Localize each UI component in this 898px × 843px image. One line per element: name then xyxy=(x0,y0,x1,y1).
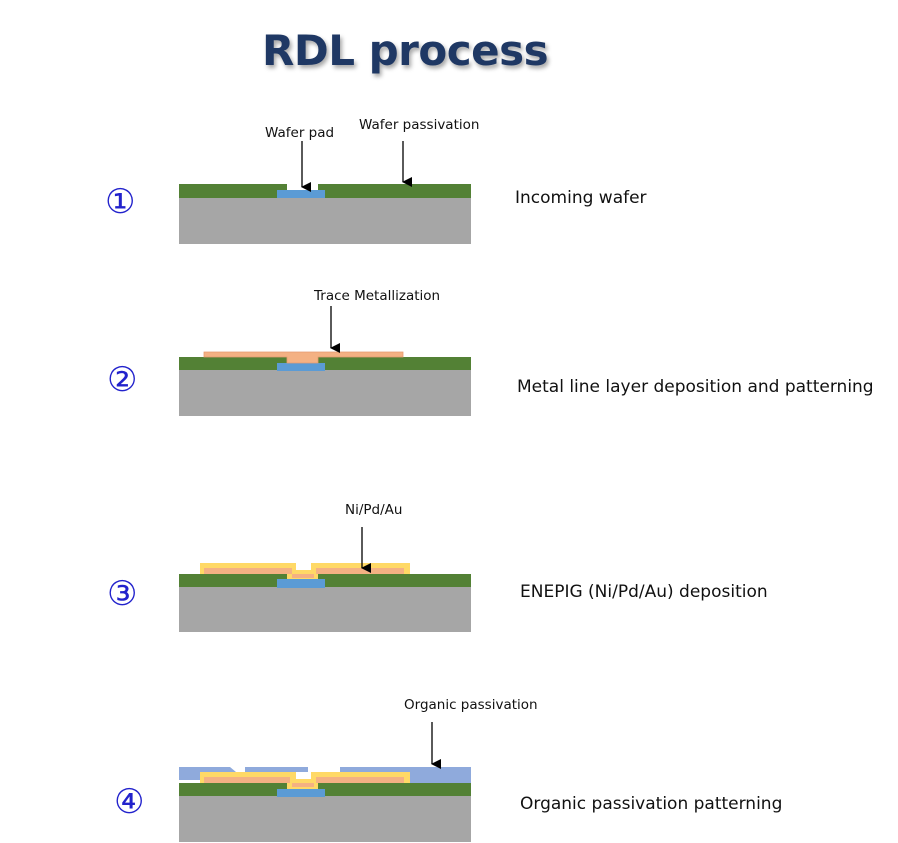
step-4-cross-section xyxy=(179,722,471,842)
wafer-passivation-right xyxy=(318,357,471,370)
page-title: RDL process xyxy=(262,26,549,75)
step-3-cross-section xyxy=(179,527,471,632)
wafer-passivation-right xyxy=(318,184,471,198)
substrate xyxy=(179,370,471,416)
wafer-passivation-label: Wafer passivation xyxy=(359,117,480,133)
enepig-layer xyxy=(200,563,410,579)
wafer-pad xyxy=(277,789,325,797)
trace-metallization-label: Trace Metallization xyxy=(314,288,441,304)
step-3-description: ENEPIG (Ni/Pd/Au) deposition xyxy=(520,582,768,602)
wafer-pad xyxy=(277,363,325,371)
wafer-pad-label: Wafer pad xyxy=(265,125,335,141)
wafer-passivation-left xyxy=(179,783,287,796)
wafer-passivation-left xyxy=(179,574,287,587)
wafer-passivation-left xyxy=(179,184,287,198)
trace-metal-left xyxy=(204,568,290,574)
trace-metal-right xyxy=(316,777,404,783)
wafer-pad xyxy=(277,579,325,588)
wafer-pad xyxy=(277,190,325,198)
wafer-passivation-right xyxy=(318,783,471,796)
step-4-number: ④ xyxy=(114,782,145,822)
step-3-number: ③ xyxy=(107,574,138,614)
substrate xyxy=(179,796,471,842)
step-2-description: Metal line layer deposition and patterni… xyxy=(517,377,874,397)
step-2-cross-section xyxy=(179,306,471,416)
trace-metal-left xyxy=(204,777,290,783)
substrate xyxy=(179,198,471,244)
trace-metal-center xyxy=(292,783,314,787)
step-1-description: Incoming wafer xyxy=(515,188,647,208)
step-1-cross-section xyxy=(179,141,471,244)
wafer-passivation-right xyxy=(318,574,471,587)
organic-passivation-edge xyxy=(402,767,471,783)
step-1-number: ① xyxy=(105,182,136,222)
wafer-passivation-left xyxy=(179,357,287,370)
enepig-layer xyxy=(200,772,410,789)
step-2-number: ② xyxy=(107,360,138,400)
trace-metal-center xyxy=(292,574,314,578)
ni-pd-au-label: Ni/Pd/Au xyxy=(345,502,403,518)
organic-passivation-center xyxy=(292,767,308,772)
organic-passivation-right xyxy=(340,767,402,772)
trace-metal-right xyxy=(316,568,404,574)
organic-passivation-label: Organic passivation xyxy=(404,697,538,713)
organic-passivation-left xyxy=(179,767,292,780)
trace-metal xyxy=(203,351,404,364)
substrate xyxy=(179,587,471,632)
step-4-description: Organic passivation patterning xyxy=(520,794,783,814)
